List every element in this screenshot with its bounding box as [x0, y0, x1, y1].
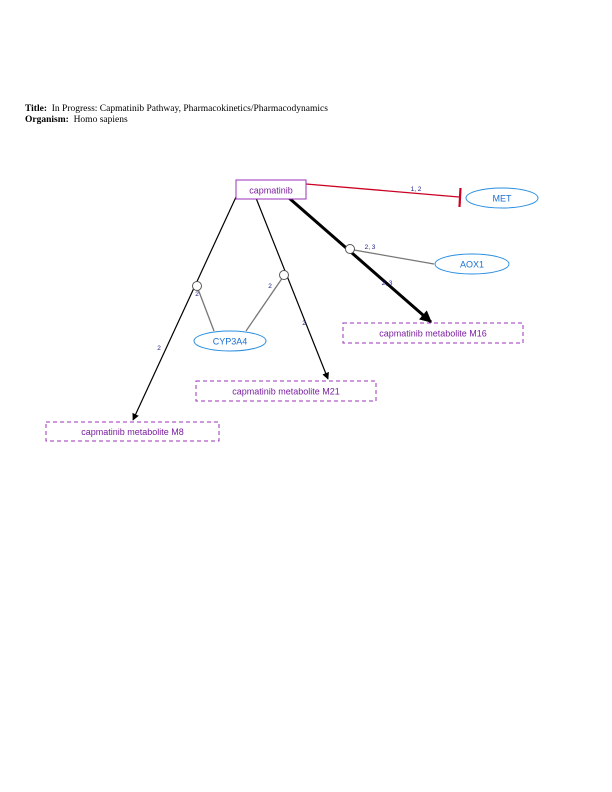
edge-label-cyp3a4-m21: 2	[268, 283, 272, 290]
metabolite-node-m21[interactable]	[195, 380, 377, 402]
edge-label-met: 1, 2	[411, 186, 422, 193]
inhibition-edge-met	[305, 183, 460, 198]
edge-label-m16: 2, 3	[382, 280, 393, 287]
organism-line: Organism: Homo sapiens	[25, 115, 328, 126]
gene-node-cyp3a4[interactable]	[193, 330, 267, 352]
drug-label-capmatinib: capmatinib	[249, 186, 293, 196]
metabolite-node-m8[interactable]	[45, 421, 220, 442]
metabolite-label-m16: capmatinib metabolite M16	[379, 329, 487, 339]
title-label: Title:	[25, 104, 47, 114]
edge-label-m21: 2	[302, 320, 306, 327]
metabolite-node-m16[interactable]	[342, 322, 524, 344]
conversion-edge-m8	[132, 196, 237, 421]
edge-label-cyp3a4-m8: 2	[195, 291, 199, 298]
gene-label-aox1: AOX1	[460, 260, 484, 270]
conversion-edge-m16	[288, 196, 432, 324]
catalysis-edge-cyp3a4-m21	[245, 276, 284, 332]
catalysis-marker-cyp3a4-m21	[279, 270, 289, 280]
edge-label-aox1: 2, 3	[365, 244, 376, 251]
catalysis-marker-aox1	[345, 244, 355, 254]
edge-label-m8: 2	[157, 345, 161, 352]
organism-label: Organism:	[25, 115, 69, 125]
title-line: Title: In Progress: Capmatinib Pathway, …	[25, 104, 328, 115]
gene-node-met[interactable]	[465, 187, 539, 209]
catalysis-edge-cyp3a4-m8	[197, 288, 215, 332]
catalysis-marker-cyp3a4-m8	[192, 281, 202, 291]
pathway-title: In Progress: Capmatinib Pathway, Pharmac…	[51, 104, 328, 114]
gene-label-cyp3a4: CYP3A4	[213, 337, 248, 347]
conversion-edge-m21	[255, 197, 329, 380]
organism-value: Homo sapiens	[73, 115, 128, 125]
metabolite-label-m21: capmatinib metabolite M21	[232, 387, 340, 397]
metabolite-label-m8: capmatinib metabolite M8	[81, 427, 184, 437]
gene-label-met: MET	[493, 194, 513, 204]
drug-node-capmatinib[interactable]	[235, 179, 307, 200]
catalysis-edge-aox1	[353, 249, 435, 265]
inhibition-bar-met	[458, 187, 462, 208]
gene-node-aox1[interactable]	[434, 253, 510, 275]
header: Title: In Progress: Capmatinib Pathway, …	[25, 104, 328, 126]
